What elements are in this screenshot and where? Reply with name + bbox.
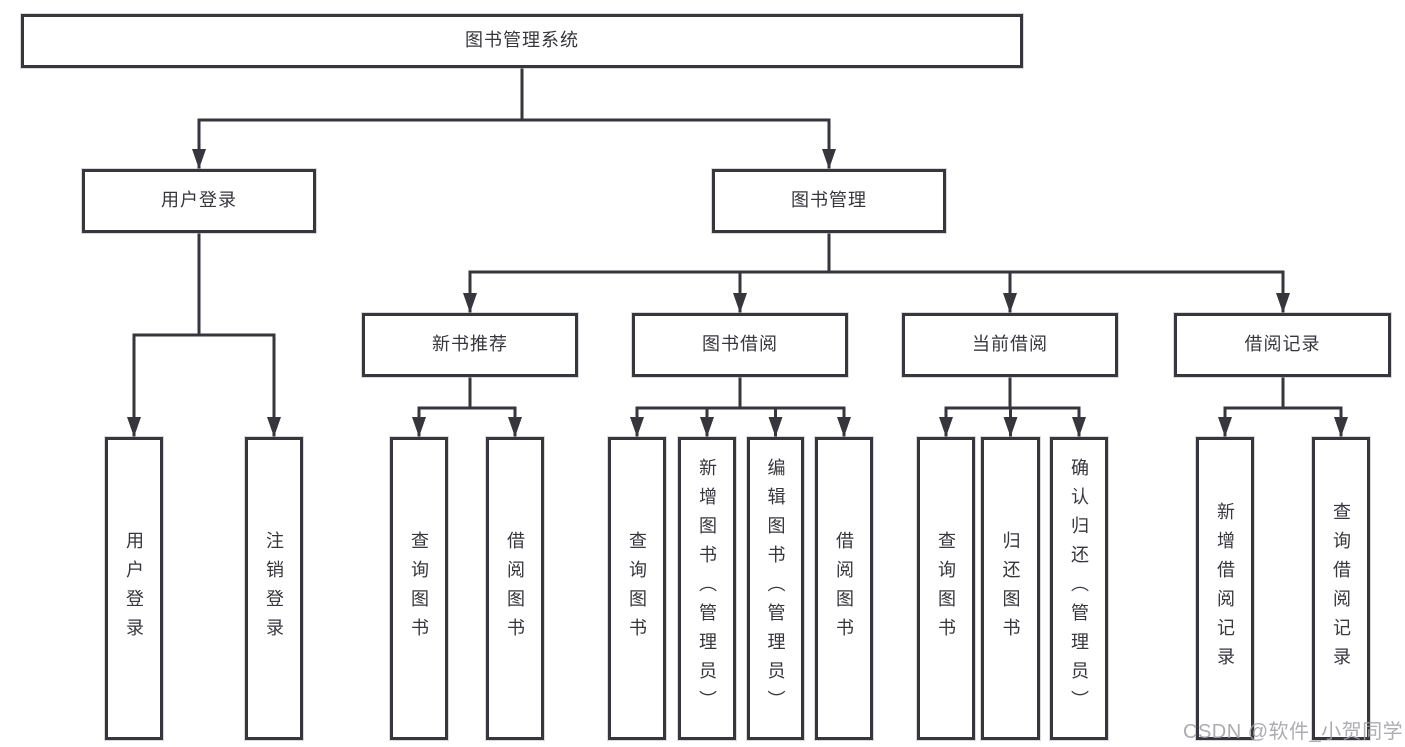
leaf-return-book-label: 归还图书: [1000, 530, 1021, 647]
node-borrow-record-label: 借阅记录: [1244, 334, 1321, 355]
watermark-text: CSDN @软件_小贺同学: [1183, 721, 1404, 743]
leaf-borrow-book-rec-label: 借阅图书: [505, 530, 525, 647]
node-new-book-rec: 新书推荐: [362, 313, 578, 377]
leaf-edit-book: 编辑图书（管理员）: [747, 437, 804, 740]
leaf-query-book-borrow-label: 查询图书: [627, 530, 647, 647]
node-root-label: 图书管理系统: [465, 30, 579, 51]
leaf-logout: 注销登录: [245, 437, 303, 740]
leaf-borrow-book-borrow: 借阅图书: [815, 437, 873, 740]
connector-current-borrow: [939, 377, 1086, 437]
connector-book-mgmt: [463, 233, 1290, 313]
leaf-query-book-rec-label: 查询图书: [409, 530, 429, 647]
node-login-group-label: 用户登录: [161, 190, 237, 211]
leaf-add-book: 新增图书（管理员）: [678, 437, 736, 740]
leaf-borrow-book-borrow-label: 借阅图书: [834, 530, 854, 647]
leaf-logout-label: 注销登录: [264, 530, 284, 647]
leaf-edit-book-label: 编辑图书（管理员）: [765, 458, 786, 719]
node-current-borrow: 当前借阅: [902, 313, 1118, 377]
leaf-user-login: 用户登录: [105, 437, 163, 740]
leaf-query-record-label: 查询借阅记录: [1331, 501, 1351, 676]
node-new-book-rec-label: 新书推荐: [432, 334, 508, 355]
node-login-group: 用户登录: [82, 169, 316, 233]
leaf-query-record: 查询借阅记录: [1312, 437, 1370, 740]
connector-login-group: [127, 233, 281, 437]
leaf-user-login-label: 用户登录: [124, 530, 144, 647]
leaf-add-record-label: 新增借阅记录: [1215, 501, 1235, 676]
connector-root-to-level2: [192, 68, 836, 169]
node-borrow-record: 借阅记录: [1174, 313, 1391, 377]
connector-new-book-rec: [412, 377, 522, 437]
leaf-query-book-rec: 查询图书: [390, 437, 448, 740]
leaf-add-book-label: 新增图书（管理员）: [697, 458, 717, 719]
connector-borrow-record: [1218, 377, 1348, 437]
node-root: 图书管理系统: [21, 14, 1023, 68]
leaf-query-book-current-label: 查询图书: [936, 530, 956, 647]
node-book-borrow: 图书借阅: [632, 313, 848, 377]
leaf-confirm-return: 确认归还（管理员）: [1050, 437, 1108, 740]
leaf-return-book: 归还图书: [981, 437, 1040, 740]
connector-book-borrow: [630, 377, 851, 437]
leaf-borrow-book-rec: 借阅图书: [486, 437, 544, 740]
node-book-borrow-label: 图书借阅: [702, 334, 778, 355]
node-book-mgmt-label: 图书管理: [791, 190, 867, 211]
node-book-mgmt: 图书管理: [712, 169, 946, 233]
node-current-borrow-label: 当前借阅: [972, 334, 1048, 355]
leaf-add-record: 新增借阅记录: [1196, 437, 1254, 740]
leaf-confirm-return-label: 确认归还（管理员）: [1069, 458, 1089, 719]
leaf-query-book-current: 查询图书: [917, 437, 975, 740]
leaf-query-book-borrow: 查询图书: [608, 437, 666, 740]
